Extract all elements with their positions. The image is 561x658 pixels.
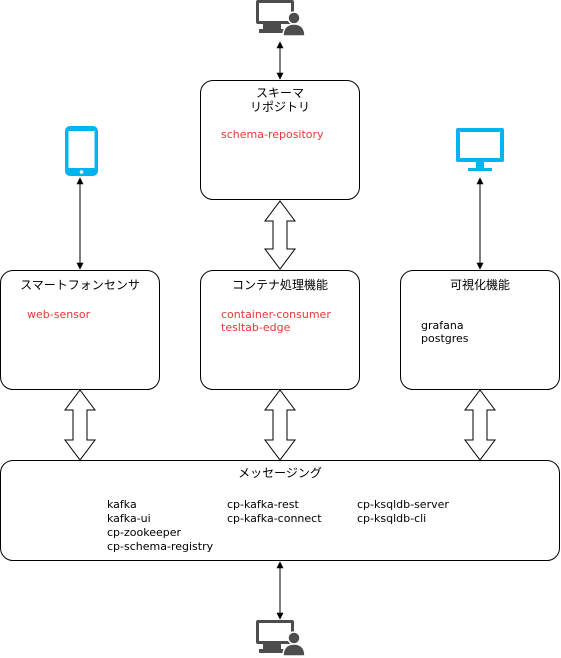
smartphone-icon [65, 126, 98, 176]
messaging-box: メッセージング kafka kafka-ui cp-zookeeper cp-s… [0, 460, 560, 561]
messaging-component-label: cp-kafka-connect [227, 512, 322, 525]
visual-box-title: 可視化機能 [449, 278, 510, 292]
user-at-computer-icon [256, 0, 306, 37]
hollow-arrow-container-messaging [264, 389, 296, 461]
schema-box-title-line1: スキーマ [255, 86, 304, 100]
container-box-title: コンテナ処理機能 [231, 278, 328, 292]
visual-component-label: postgres [421, 332, 469, 345]
schema-box-title-line2: リポジトリ [249, 100, 310, 114]
messaging-component-label: cp-ksqldb-cli [357, 512, 427, 525]
messaging-component-label: cp-ksqldb-server [357, 498, 449, 511]
smartphone-sensor-box: スマートフォンセンサ web-sensor [0, 270, 160, 390]
hollow-arrow-sensor-messaging [64, 389, 96, 461]
visual-component-label: grafana [421, 319, 464, 332]
messaging-component-label: cp-zookeeper [107, 526, 182, 539]
sensor-component-label: web-sensor [27, 308, 91, 321]
messaging-box-title: メッセージング [238, 466, 322, 480]
container-processing-box: コンテナ処理機能 container-consumer tesltab-edge [200, 270, 360, 390]
hollow-arrow-schema-container [264, 200, 296, 270]
messaging-component-label: cp-kafka-rest [227, 498, 299, 511]
container-component-label: tesltab-edge [221, 321, 291, 334]
monitor-icon [456, 128, 504, 171]
hollow-arrow-visual-messaging [464, 389, 496, 461]
sensor-box-title: スマートフォンセンサ [20, 278, 140, 292]
messaging-component-label: kafka [107, 498, 137, 511]
user-at-computer-icon [256, 620, 306, 657]
container-component-label: container-consumer [221, 308, 331, 321]
messaging-component-label: kafka-ui [107, 512, 151, 525]
schema-component-label: schema-repository [221, 128, 324, 141]
messaging-component-label: cp-schema-registry [107, 540, 214, 553]
schema-repository-box: スキーマ リポジトリ schema-repository [200, 80, 360, 200]
visualization-box: 可視化機能 grafana postgres [400, 270, 560, 390]
